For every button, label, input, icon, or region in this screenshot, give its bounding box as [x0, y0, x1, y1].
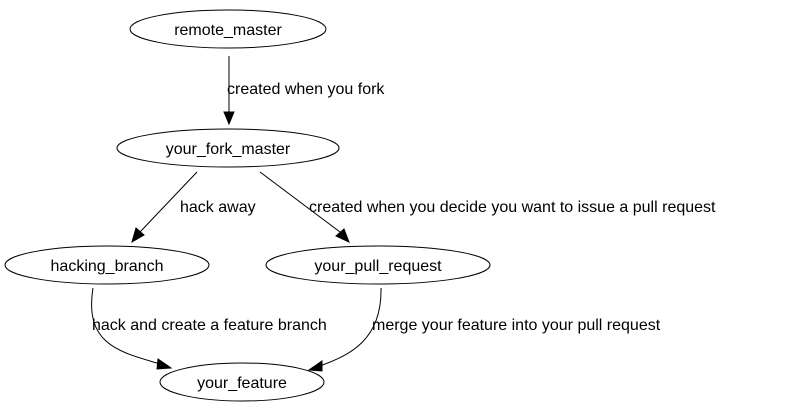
edge-label-created-when-you-fork: created when you fork — [227, 81, 385, 98]
node-your-feature: your_feature — [159, 362, 325, 402]
node-your-pull-request: your_pull_request — [265, 245, 491, 285]
edge-remote-master-to-your-fork-master: created when you fork — [223, 56, 385, 126]
edge-label-hack-and-create-a-feature-branch: hack and create a feature branch — [92, 317, 327, 334]
node-label-hacking-branch: hacking_branch — [51, 258, 164, 275]
node-your-fork-master: your_fork_master — [116, 128, 340, 168]
edge-your-fork-master-to-your-pull-request: created when you decide you want to issu… — [259, 171, 716, 243]
edge-label-created-when-you-decide: created when you decide you want to issu… — [309, 199, 716, 216]
node-hacking-branch: hacking_branch — [4, 245, 210, 285]
node-label-remote-master: remote_master — [174, 22, 282, 39]
edge-label-hack-away: hack away — [180, 199, 256, 216]
edge-hacking-branch-to-your-feature: hack and create a feature branch — [91, 287, 327, 370]
node-label-your-fork-master: your_fork_master — [166, 141, 291, 158]
node-remote-master: remote_master — [129, 9, 327, 49]
node-label-your-feature: your_feature — [197, 375, 287, 392]
edge-your-fork-master-to-hacking-branch: hack away — [131, 171, 256, 244]
edge-your-pull-request-to-your-feature: merge your feature into your pull reques… — [307, 287, 661, 372]
edge-label-merge-your-feature: merge your feature into your pull reques… — [372, 317, 661, 334]
node-label-your-pull-request: your_pull_request — [314, 258, 442, 275]
